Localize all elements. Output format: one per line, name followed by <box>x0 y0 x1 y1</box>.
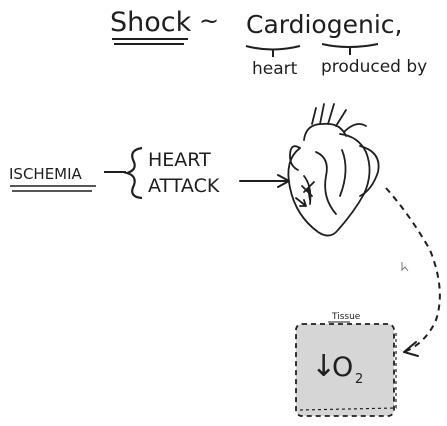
label-ischemia: ISCHEMIA <box>9 165 83 183</box>
dashed-arrow-head <box>404 342 418 356</box>
label-attack: ATTACK <box>148 175 220 197</box>
subtitle-heart: heart <box>252 59 298 79</box>
title-shock-underline <box>112 39 188 44</box>
title-cardiogenic: Cardiogenic, <box>246 10 402 39</box>
arrow-to-heart <box>240 175 289 187</box>
o2-subscript: 2 <box>355 372 363 387</box>
label-heart: HEART <box>148 149 211 171</box>
tissue-label: Tissue <box>331 312 361 322</box>
o2-label: O <box>332 352 353 383</box>
cardiogenic-brackets <box>246 44 378 57</box>
cursor-icon <box>402 262 408 271</box>
title-shock: Shock <box>110 7 192 38</box>
curly-brace <box>127 148 142 198</box>
ischemia-underline <box>10 186 96 191</box>
title-separator: ~ <box>199 7 219 35</box>
heart-icon <box>288 104 378 236</box>
subtitle-produced-by: produced by <box>321 57 427 77</box>
